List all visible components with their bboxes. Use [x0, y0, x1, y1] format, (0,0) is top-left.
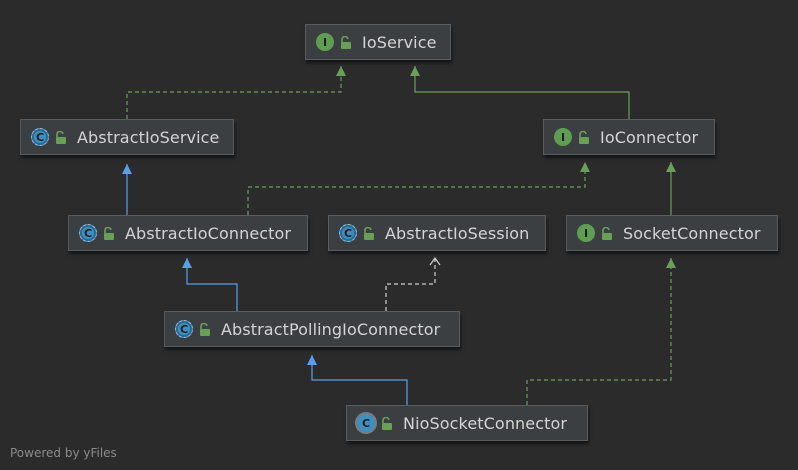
- interface-icon: I: [577, 224, 595, 242]
- node-ioservice[interactable]: I IoService: [305, 24, 451, 60]
- class-icon: C: [357, 414, 375, 432]
- edge-line: [126, 66, 342, 119]
- node-label: AbstractIoSession: [385, 223, 530, 243]
- node-label: IoService: [362, 32, 437, 52]
- unlock-icon: [341, 35, 351, 49]
- arrowhead-triangle: [336, 66, 346, 76]
- node-abstractioservice[interactable]: C AbstractIoService: [20, 119, 234, 155]
- node-label: AbstractIoConnector: [125, 223, 292, 243]
- edge-line: [186, 258, 238, 311]
- edge-niosocketconnector-abstractpollingioconnector: [307, 355, 408, 405]
- arrowhead-triangle: [307, 355, 317, 365]
- unlock-icon: [200, 322, 210, 336]
- edge-abstractioconnector-ioconnector: [247, 162, 590, 215]
- abstract-class-icon: C: [175, 320, 193, 338]
- arrowhead-triangle: [182, 258, 192, 268]
- node-label: SocketConnector: [623, 223, 761, 243]
- arrowhead-open: [429, 256, 441, 266]
- arrowhead-triangle: [122, 164, 132, 174]
- arrowhead-triangle: [410, 66, 420, 76]
- node-ioconnector[interactable]: I IoConnector: [543, 119, 715, 155]
- edge-abstractioservice-ioservice: [126, 66, 346, 119]
- node-label: IoConnector: [600, 127, 699, 147]
- unlock-icon: [602, 226, 612, 240]
- node-label: AbstractIoService: [77, 127, 220, 147]
- edge-line: [385, 258, 436, 311]
- interface-icon: I: [554, 128, 572, 146]
- abstract-class-icon: C: [339, 224, 357, 242]
- interface-icon: I: [316, 33, 334, 51]
- arrowhead-triangle: [666, 258, 676, 268]
- edge-line: [526, 258, 672, 405]
- edge-abstractpollingioconnector-abstractiosession: [385, 256, 441, 311]
- node-abstractpollingioconnector[interactable]: C AbstractPollingIoConnector: [164, 311, 460, 347]
- node-label: NioSocketConnector: [403, 413, 568, 433]
- arrowhead-triangle: [666, 162, 676, 172]
- unlock-icon: [579, 130, 589, 144]
- unlock-icon: [364, 226, 374, 240]
- unlock-icon: [56, 130, 66, 144]
- node-socketconnector[interactable]: I SocketConnector: [566, 215, 778, 251]
- abstract-class-icon: C: [79, 224, 97, 242]
- node-niosocketconnector[interactable]: C NioSocketConnector: [346, 405, 588, 441]
- footer-credit: Powered by yFiles: [10, 446, 117, 460]
- node-abstractiosession[interactable]: C AbstractIoSession: [328, 215, 546, 251]
- edge-ioconnector-ioservice: [410, 66, 630, 119]
- unlock-icon: [104, 226, 114, 240]
- edge-line: [311, 355, 408, 405]
- edge-line: [247, 162, 586, 215]
- edge-abstractpollingioconnector-abstractioconnector: [182, 258, 238, 311]
- edge-niosocketconnector-socketconnector: [526, 258, 676, 405]
- node-label: AbstractPollingIoConnector: [221, 319, 441, 339]
- abstract-class-icon: C: [31, 128, 49, 146]
- edge-abstractioconnector-abstractioservice: [122, 164, 132, 215]
- edge-line: [414, 66, 630, 119]
- node-abstractioconnector[interactable]: C AbstractIoConnector: [68, 215, 308, 251]
- arrowhead-triangle: [580, 162, 590, 172]
- edge-socketconnector-ioconnector: [666, 162, 676, 215]
- unlock-icon: [382, 416, 392, 430]
